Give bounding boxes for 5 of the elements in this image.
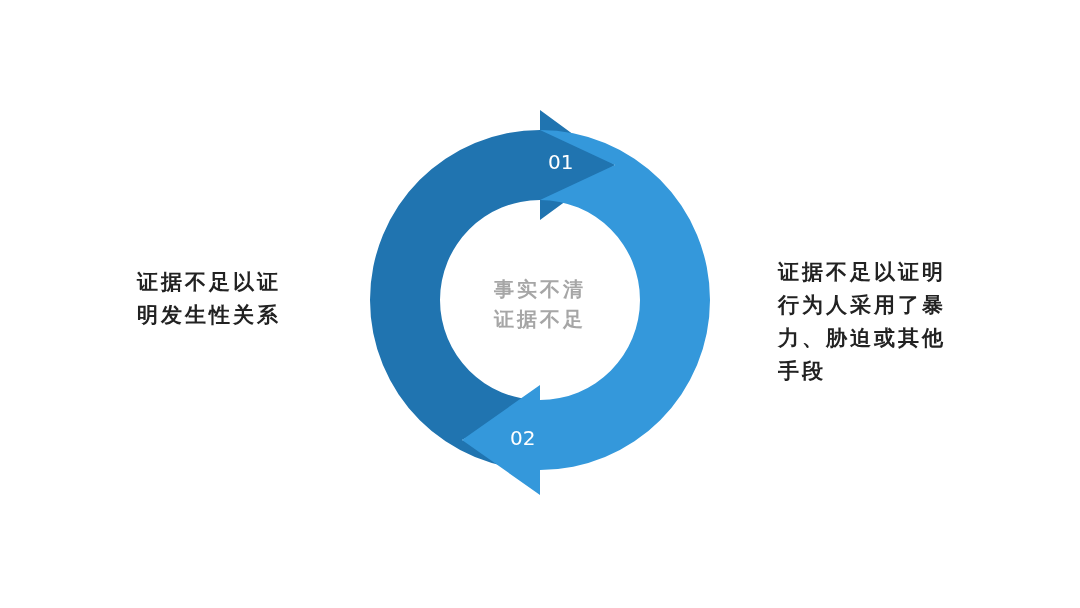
description-text: 证据不足以证明发生性关系 — [137, 269, 282, 329]
center-text: 事实不清证据不足 — [492, 276, 587, 333]
step-number: 01 — [548, 150, 574, 174]
step-number: 02 — [510, 426, 536, 450]
description-text: 证据不足以证明行为人采用了暴力、胁迫或其他手段 — [778, 259, 947, 385]
